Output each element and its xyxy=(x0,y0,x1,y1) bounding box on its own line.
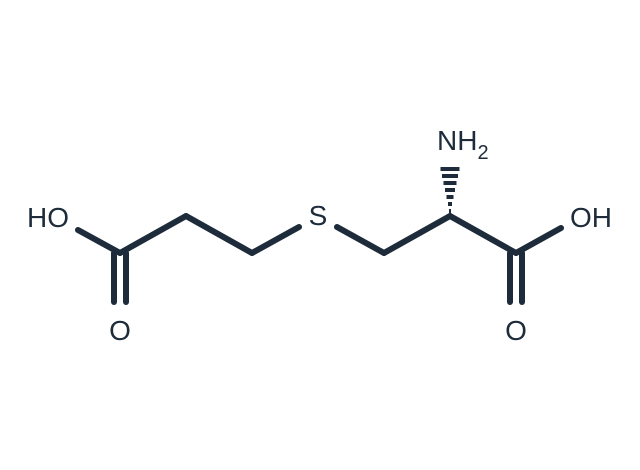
bond-ch2-sulfur xyxy=(249,224,302,256)
atom-labels: HO O S NH2 OH O xyxy=(27,125,612,346)
atom-left-hydroxyl: HO xyxy=(27,202,69,233)
atom-left-carbonyl-oxygen: O xyxy=(109,315,131,346)
bond-ch2-ch2 xyxy=(183,213,255,256)
bond-alpha-carbon-carboxyl xyxy=(447,213,519,256)
atom-right-carbonyl-oxygen: O xyxy=(505,315,527,346)
bond-sulfur-ch2 xyxy=(334,224,387,256)
atom-sulfur: S xyxy=(309,200,328,231)
bonds xyxy=(75,213,564,305)
bond-left-carbon-ch2 xyxy=(117,213,189,256)
bond-right-carbon-oh xyxy=(513,225,564,256)
hashed-wedge-bond xyxy=(440,167,460,213)
bond-ch2-alpha-carbon xyxy=(381,213,453,256)
bond-left-ho-carbon xyxy=(75,227,123,256)
atom-amine-subscript: 2 xyxy=(477,142,488,164)
atom-amine-main: NH xyxy=(437,125,477,156)
atom-right-hydroxyl: OH xyxy=(570,202,612,233)
atom-amine: NH2 xyxy=(437,125,489,164)
